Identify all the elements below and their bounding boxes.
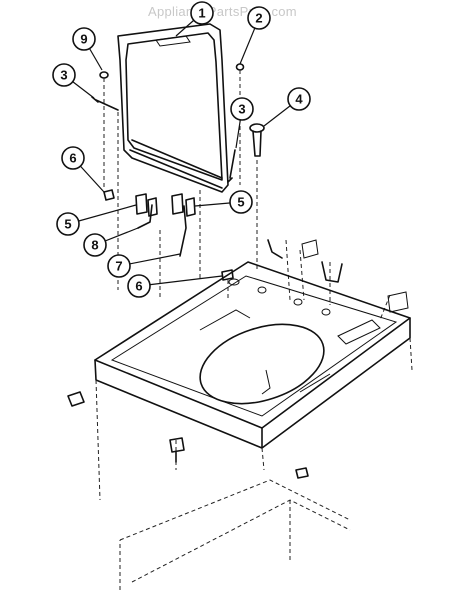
callout-label: 8: [91, 238, 98, 253]
bumper-part[interactable]: [235, 63, 245, 71]
clip-part-side[interactable]: [67, 391, 85, 407]
screw-part-right[interactable]: [227, 149, 236, 183]
hinge-bracket-left[interactable]: [135, 193, 158, 217]
hinge-rod-right[interactable]: [179, 205, 187, 257]
callout-7: 7: [107, 253, 181, 278]
screw-part-left[interactable]: [91, 96, 119, 111]
callout-3-right: 3: [230, 97, 254, 149]
callout-label: 3: [60, 68, 67, 83]
hinge-rod-left[interactable]: [137, 204, 153, 229]
callout-2: 2: [239, 6, 271, 65]
callout-3-left: 3: [52, 63, 95, 99]
callout-label: 1: [198, 6, 205, 21]
callout-1: 1: [175, 1, 214, 37]
callout-label: 3: [238, 102, 245, 117]
callout-4: 4: [263, 87, 311, 127]
callout-6-lower: 6: [127, 274, 223, 298]
callout-label: 5: [237, 195, 244, 210]
grommet-part[interactable]: [99, 71, 109, 79]
clip-part-upper[interactable]: [103, 189, 115, 201]
callout-label: 4: [295, 92, 303, 107]
callout-label: 6: [135, 279, 142, 294]
lid-frame-part[interactable]: [117, 23, 229, 193]
hinge-bracket-right[interactable]: [171, 193, 196, 217]
callout-5-right: 5: [194, 190, 253, 214]
hinge-pin-part[interactable]: [249, 123, 265, 157]
cabinet-outline: [95, 337, 413, 590]
callout-label: 6: [69, 151, 76, 166]
callout-label: 5: [64, 217, 71, 232]
watermark-text: AppliancePartsPros.com: [148, 4, 297, 19]
leveling-foot-part[interactable]: [169, 437, 185, 463]
callout-5-left: 5: [56, 204, 137, 236]
callout-9: 9: [72, 27, 103, 71]
callout-label: 9: [80, 32, 87, 47]
u-bracket-part[interactable]: [321, 261, 343, 283]
switch-plate-part[interactable]: [387, 291, 409, 313]
callout-8: 8: [83, 227, 139, 257]
callout-label: 2: [255, 11, 262, 26]
wire-harness-part[interactable]: [267, 239, 283, 259]
callout-label: 7: [115, 259, 122, 274]
small-bracket-right[interactable]: [301, 239, 319, 259]
clip-part-rear[interactable]: [295, 467, 309, 479]
callout-6-upper: 6: [61, 146, 105, 193]
